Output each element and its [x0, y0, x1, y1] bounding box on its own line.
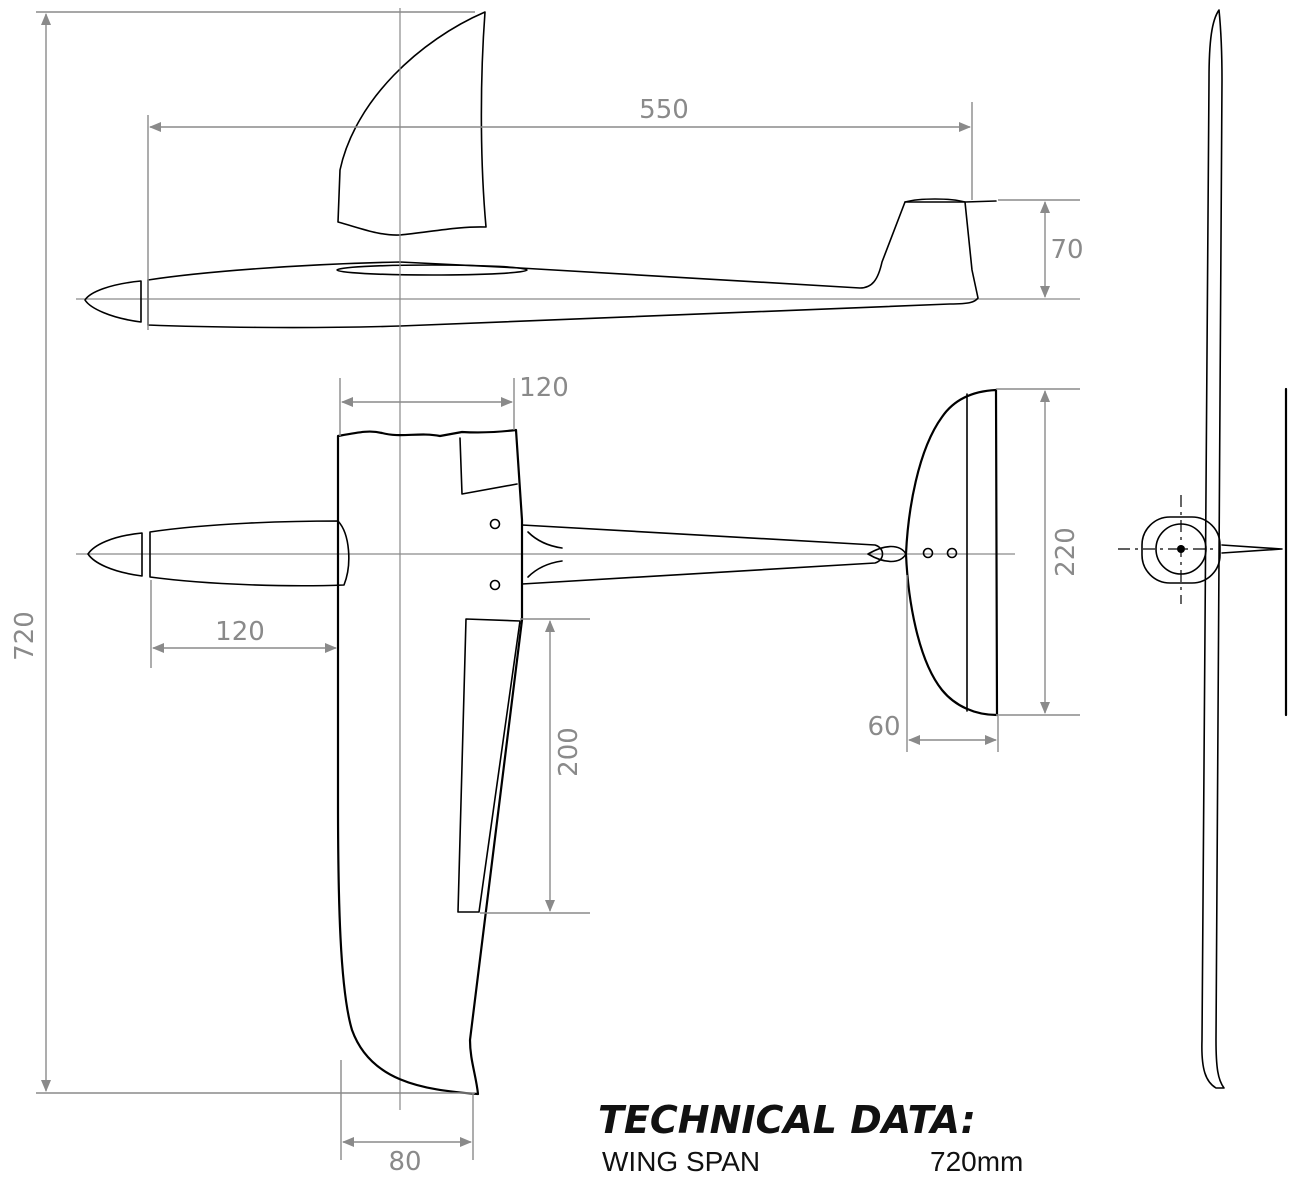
side-view-fuselage — [147, 201, 979, 329]
top-view — [76, 8, 1015, 1110]
dim-70-label: 70 — [1050, 235, 1083, 265]
dim-80-label: 80 — [388, 1147, 421, 1174]
boom-root-fairing-lower — [527, 560, 563, 578]
dim-60-label: 60 — [867, 712, 900, 742]
side-view-wing-panel — [337, 11, 487, 236]
dim-120-nose-label: 120 — [215, 617, 265, 647]
top-view-left-aileron — [459, 437, 518, 495]
dim-720-label: 720 — [10, 611, 40, 661]
wing-span-label: WING SPAN — [602, 1146, 761, 1177]
side-view — [76, 11, 1080, 329]
front-view-tailplane — [1221, 544, 1283, 554]
dim-200-label: 200 — [554, 727, 584, 777]
side-view-canopy — [336, 264, 528, 276]
top-view-wing — [336, 428, 524, 1096]
dim-120-chord-label: 120 — [519, 373, 569, 403]
dimensions: 720 550 70 120 120 220 200 60 — [10, 11, 1084, 1174]
wing-dowel-hole-lower — [489, 579, 501, 591]
front-view-wing — [1201, 9, 1225, 1089]
top-view-fuselage-front — [149, 520, 350, 587]
tailplane-hole-left — [922, 547, 934, 559]
wing-span-value: 720mm — [930, 1146, 1024, 1177]
dim-220-label: 220 — [1051, 527, 1081, 577]
boom-root-fairing-upper — [527, 531, 563, 549]
front-view — [1118, 9, 1288, 1089]
top-view-tail-boom — [521, 524, 884, 585]
top-view-right-aileron — [457, 618, 521, 913]
front-view-fuselage-outline — [1141, 516, 1221, 584]
side-view-nose-cone — [84, 280, 142, 323]
dim-550-label: 550 — [639, 95, 689, 125]
side-view-fin-top — [904, 198, 997, 203]
top-view-nose-cone — [87, 532, 143, 577]
tailplane-hole-right — [946, 547, 958, 559]
technical-data-title: TECHNICAL DATA: — [598, 1098, 976, 1142]
top-view-tailplane — [904, 388, 999, 717]
wing-dowel-hole-upper — [489, 518, 501, 530]
